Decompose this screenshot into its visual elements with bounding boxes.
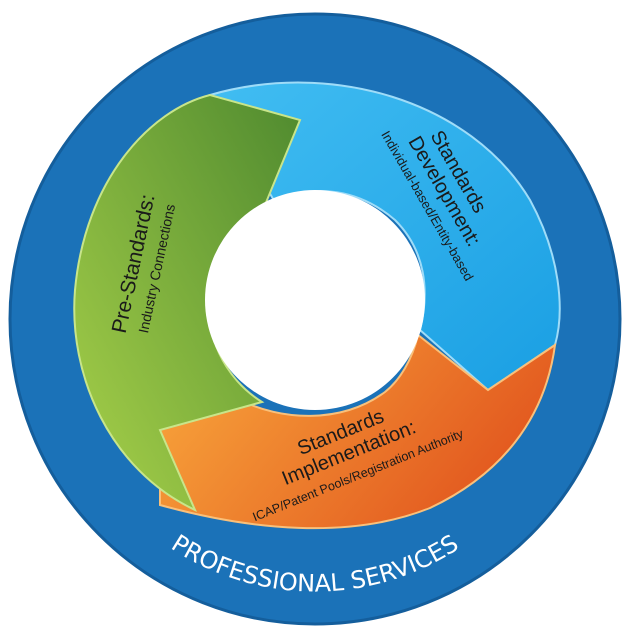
outer-ring-edge: [8, 12, 622, 626]
standards-implementation-segment: [159, 333, 557, 530]
standards-development-segment: [208, 81, 561, 392]
center-hole: [205, 190, 425, 410]
